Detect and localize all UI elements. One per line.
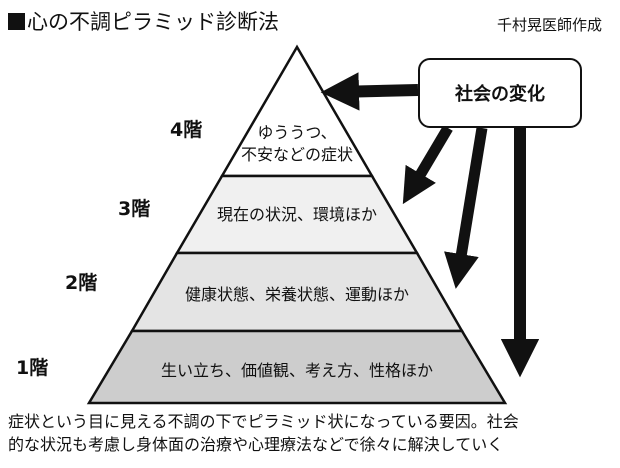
- arrow-to-tier-2: [444, 127, 488, 289]
- tier-3-text: 現在の状況、環境ほか: [216, 205, 377, 224]
- arrow-to-tier-3: [402, 125, 453, 205]
- diagram-title: 心の不調ピラミッド診断法: [8, 6, 279, 36]
- tier-4-level-label: 4階: [170, 119, 203, 141]
- social-change-label: 社会の変化: [455, 84, 545, 105]
- bullet-square-icon: [8, 13, 25, 30]
- tier-3-level-label: 3階: [118, 198, 151, 220]
- tier-2-text: 健康状態、栄養状態、運動ほか: [184, 285, 409, 304]
- tier-1-level-label: 1階: [16, 357, 49, 379]
- tier-2-level-label: 2階: [65, 272, 98, 294]
- arrow-to-apex: [320, 72, 419, 111]
- caption-line-2: 的な状況も考慮し身体面の治療や心理療法などで徐々に解決していく: [8, 435, 504, 454]
- tier-4-text-line-1: ゆううつ、: [257, 123, 337, 142]
- tier-1-text: 生い立ち、価値観、考え方、性格ほか: [160, 361, 433, 380]
- author-credit: 千村晃医師作成: [496, 16, 602, 34]
- tier-4-text-line-2: 不安などの症状: [240, 144, 353, 164]
- caption: 症状という目に見える不調の下でピラミッド状になっている要因。社会 的な状況も考慮…: [8, 410, 614, 456]
- tier-4-text: ゆううつ、 不安などの症状: [222, 122, 372, 165]
- diagram-title-text: 心の不調ピラミッド診断法: [27, 10, 279, 34]
- caption-line-1: 症状という目に見える不調の下でピラミッド状になっている要因。社会: [8, 412, 519, 431]
- social-change-box: 社会の変化: [418, 58, 582, 128]
- tier-1-shape: [86, 329, 508, 405]
